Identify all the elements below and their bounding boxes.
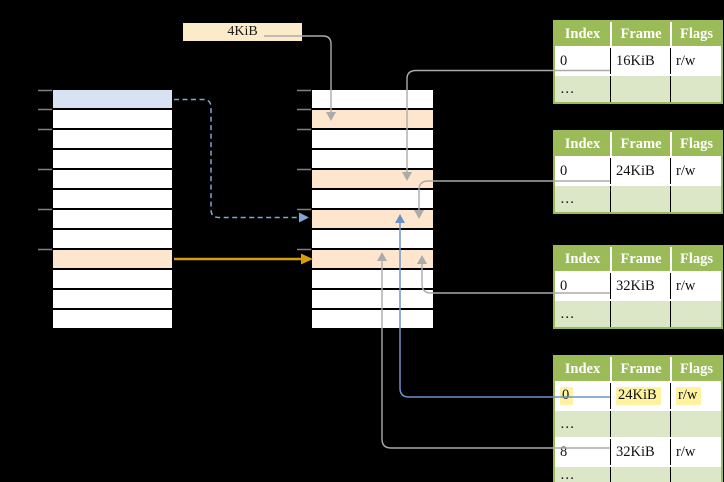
- memory-row: [312, 150, 433, 168]
- memory-row: [53, 230, 172, 248]
- memory-row: [312, 130, 433, 148]
- column-header-flags: Flags: [670, 357, 721, 381]
- page-table-2: Index Frame Flags 0 24KiB r/w …: [553, 130, 723, 214]
- page-table-4: Index Frame Flags 0 24KiB r/w … 8 32KiB …: [553, 355, 723, 482]
- frame-cell: [610, 411, 670, 437]
- table-row: 0 16KiB r/w: [555, 46, 721, 74]
- flags-cell: r/w: [670, 273, 721, 299]
- table-header-row: Index Frame Flags: [555, 247, 721, 271]
- index-cell: 0: [560, 162, 568, 179]
- table-header-row: Index Frame Flags: [555, 132, 721, 156]
- index-cell: …: [560, 80, 575, 97]
- flags-cell: r/w: [670, 383, 721, 409]
- memory-row-frame-4kib: [312, 110, 433, 128]
- table-row-ellipsis: …: [555, 184, 721, 212]
- middle-memory-column: [312, 90, 433, 328]
- column-header-index: Index: [564, 135, 601, 152]
- flags-cell: r/w: [670, 158, 721, 184]
- column-header-index: Index: [564, 360, 601, 377]
- column-header-index: Index: [564, 25, 601, 42]
- frame-cell: [610, 301, 670, 327]
- frame-cell: [610, 467, 670, 482]
- arrowhead-right-icon: [299, 212, 309, 223]
- memory-row: [312, 90, 433, 108]
- page-table-3: Index Frame Flags 0 32KiB r/w …: [553, 245, 723, 329]
- left-column-ticks: [38, 89, 52, 251]
- table-row: 0 32KiB r/w: [555, 271, 721, 299]
- table-row-ellipsis: …: [555, 299, 721, 327]
- column-header-frame: Frame: [610, 22, 670, 46]
- flags-cell: r/w: [670, 48, 721, 74]
- frame-cell: [610, 76, 670, 102]
- frame-cell: 16KiB: [610, 48, 670, 74]
- highlighted-value: r/w: [676, 387, 702, 405]
- left-memory-column: [53, 90, 172, 328]
- column-header-frame: Frame: [610, 247, 670, 271]
- table-row: 0 24KiB r/w: [555, 156, 721, 184]
- flags-cell: [670, 186, 721, 212]
- table-row-ellipsis: …: [555, 74, 721, 102]
- frame-cell: [610, 186, 670, 212]
- column-header-flags: Flags: [670, 247, 721, 271]
- middle-column-ticks: [297, 89, 311, 251]
- memory-row-frame-24kib: [312, 210, 433, 228]
- memory-row: [53, 270, 172, 288]
- index-cell: …: [560, 190, 575, 207]
- column-header-flags: Flags: [670, 22, 721, 46]
- flags-cell: [670, 467, 721, 482]
- memory-row: [53, 310, 172, 328]
- table-row: 8 32KiB r/w: [555, 437, 721, 465]
- index-cell: 8: [560, 443, 568, 460]
- column-header-frame: Frame: [610, 132, 670, 156]
- memory-row: [53, 110, 172, 128]
- memory-row: [312, 190, 433, 208]
- table-header-row: Index Frame Flags: [555, 22, 721, 46]
- memory-row-highlight-blue: [53, 90, 172, 108]
- index-cell: …: [560, 305, 575, 322]
- table-row-ellipsis: …: [555, 465, 721, 482]
- flags-cell: [670, 301, 721, 327]
- connector-virtualpage-to-frame24k-dashed: [174, 98, 299, 219]
- memory-row: [312, 230, 433, 248]
- index-cell: 0: [560, 52, 568, 69]
- frame-cell: 24KiB: [610, 158, 670, 184]
- memory-row: [53, 210, 172, 228]
- index-cell: …: [560, 467, 575, 482]
- memory-row-frame-16kib: [312, 170, 433, 188]
- memory-row: [312, 310, 433, 328]
- table-row-ellipsis: …: [555, 409, 721, 437]
- table-row-highlighted: 0 24KiB r/w: [555, 381, 721, 409]
- index-cell: 0: [555, 383, 610, 409]
- column-header-frame: Frame: [610, 357, 670, 381]
- memory-row: [53, 190, 172, 208]
- table-header-row: Index Frame Flags: [555, 357, 721, 381]
- index-cell: 0: [560, 277, 568, 294]
- page-table-1: Index Frame Flags 0 16KiB r/w …: [553, 20, 723, 104]
- flags-cell: [670, 76, 721, 102]
- memory-row: [312, 290, 433, 308]
- frame-cell: 32KiB: [610, 273, 670, 299]
- memory-row-frame-32kib: [312, 250, 433, 268]
- index-cell: …: [560, 415, 575, 432]
- memory-row: [53, 130, 172, 148]
- highlighted-value: 0: [560, 387, 574, 405]
- flags-cell: [670, 411, 721, 437]
- page-size-label: 4KiB: [227, 24, 258, 39]
- frame-cell: 24KiB: [610, 383, 670, 409]
- frame-cell: 32KiB: [610, 439, 670, 465]
- flags-cell: r/w: [670, 439, 721, 465]
- page-size-label-box: 4KiB: [183, 23, 302, 41]
- column-header-flags: Flags: [670, 132, 721, 156]
- memory-row: [53, 150, 172, 168]
- memory-row-highlight-orange: [53, 250, 172, 268]
- column-header-index: Index: [564, 250, 601, 267]
- memory-row: [53, 290, 172, 308]
- highlighted-value: 24KiB: [616, 387, 661, 405]
- memory-row: [53, 170, 172, 188]
- memory-row: [312, 270, 433, 288]
